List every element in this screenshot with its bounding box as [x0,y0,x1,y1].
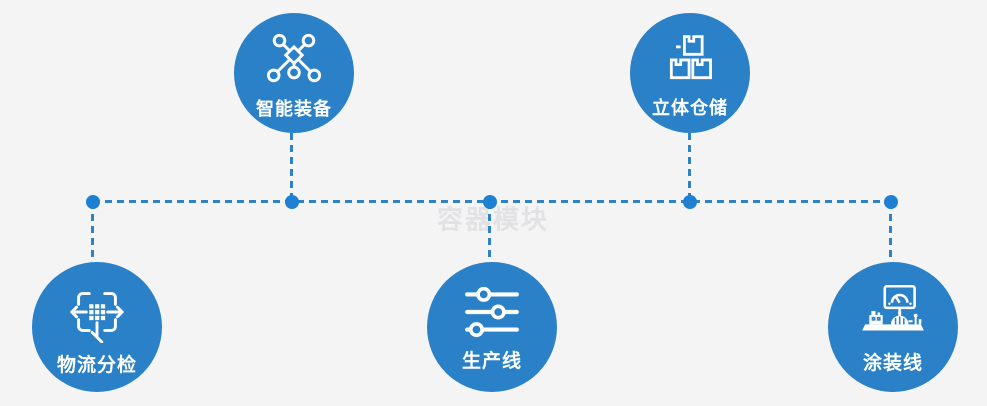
junction-dot-smart-equipment [285,195,299,209]
node-logistics: 物流分检 [32,262,162,392]
node-production: 生产线 [427,262,557,392]
stacked-boxes-icon [669,34,712,79]
connector-coating [889,202,892,262]
node-coating: 涂装线 [828,262,958,392]
sort-dispatch-icon [70,292,124,343]
network-nodes-icon [266,33,322,82]
node-label-logistics: 物流分检 [56,354,137,376]
control-station-icon [862,284,924,331]
junction-dot-production [483,195,497,209]
junction-dot-logistics [86,195,100,209]
node-label-coating: 涂装线 [862,352,923,374]
junction-dot-coating [884,195,898,209]
node-label-smart-equipment: 智能装备 [256,98,332,120]
watermark-text: 容器模块 [436,205,550,236]
node-smart-equipment: 智能装备 [234,13,354,133]
connector-production [488,202,491,262]
junction-dot-warehouse [683,195,697,209]
connector-smart-equipment [290,133,293,202]
connector-warehouse [688,133,691,202]
connector-logistics [91,202,94,262]
node-label-warehouse: 立体仓储 [652,97,728,119]
node-label-production: 生产线 [461,350,522,372]
sliders-icon [465,286,519,338]
node-warehouse: 立体仓储 [630,13,750,133]
